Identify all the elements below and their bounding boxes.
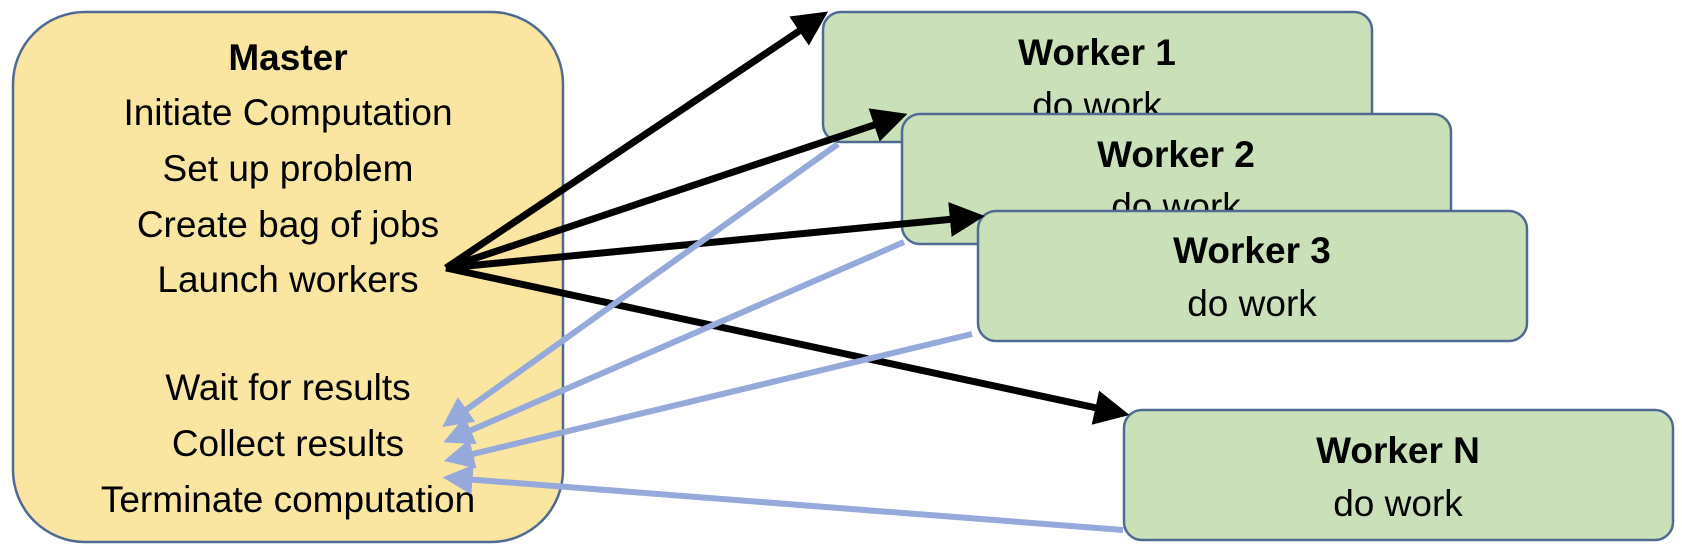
result-arrow-worker-n bbox=[442, 464, 1124, 533]
master-step-create-bag: Create bag of jobs bbox=[137, 204, 439, 245]
worker-1-node: Worker 1 do work bbox=[821, 10, 1374, 144]
launch-arrow-worker-2 bbox=[444, 108, 908, 272]
result-arrow-worker-1 bbox=[442, 141, 840, 427]
master-step-initiate: Initiate Computation bbox=[123, 92, 452, 133]
worker-3-title: Worker 3 bbox=[1173, 230, 1331, 271]
worker-3-node: Worker 3 do work bbox=[976, 209, 1529, 343]
master-step-collect: Collect results bbox=[172, 423, 404, 464]
worker-n-box bbox=[1122, 408, 1675, 542]
launch-arrow-worker-n bbox=[445, 264, 1130, 425]
worker-2-title: Worker 2 bbox=[1097, 134, 1255, 175]
launch-arrow-worker-1 bbox=[444, 11, 829, 271]
master-title: Master bbox=[228, 37, 347, 78]
launch-arrow-worker-3 bbox=[445, 201, 985, 272]
worker-n-body: do work bbox=[1333, 483, 1463, 524]
result-arrow-worker-3 bbox=[443, 331, 973, 469]
worker-n-title: Worker N bbox=[1316, 430, 1480, 471]
master-step-setup: Set up problem bbox=[163, 148, 414, 189]
worker-n-node: Worker N do work bbox=[1122, 408, 1675, 542]
worker-3-body: do work bbox=[1187, 283, 1317, 324]
worker-3-box bbox=[976, 209, 1529, 343]
master-node: Master Initiate Computation Set up probl… bbox=[11, 10, 565, 544]
master-step-wait: Wait for results bbox=[165, 367, 410, 408]
master-box bbox=[11, 10, 565, 544]
worker-1-title: Worker 1 bbox=[1018, 32, 1176, 73]
master-step-terminate: Terminate computation bbox=[101, 479, 475, 520]
master-step-launch: Launch workers bbox=[157, 259, 418, 300]
result-arrow-worker-2 bbox=[443, 239, 906, 445]
